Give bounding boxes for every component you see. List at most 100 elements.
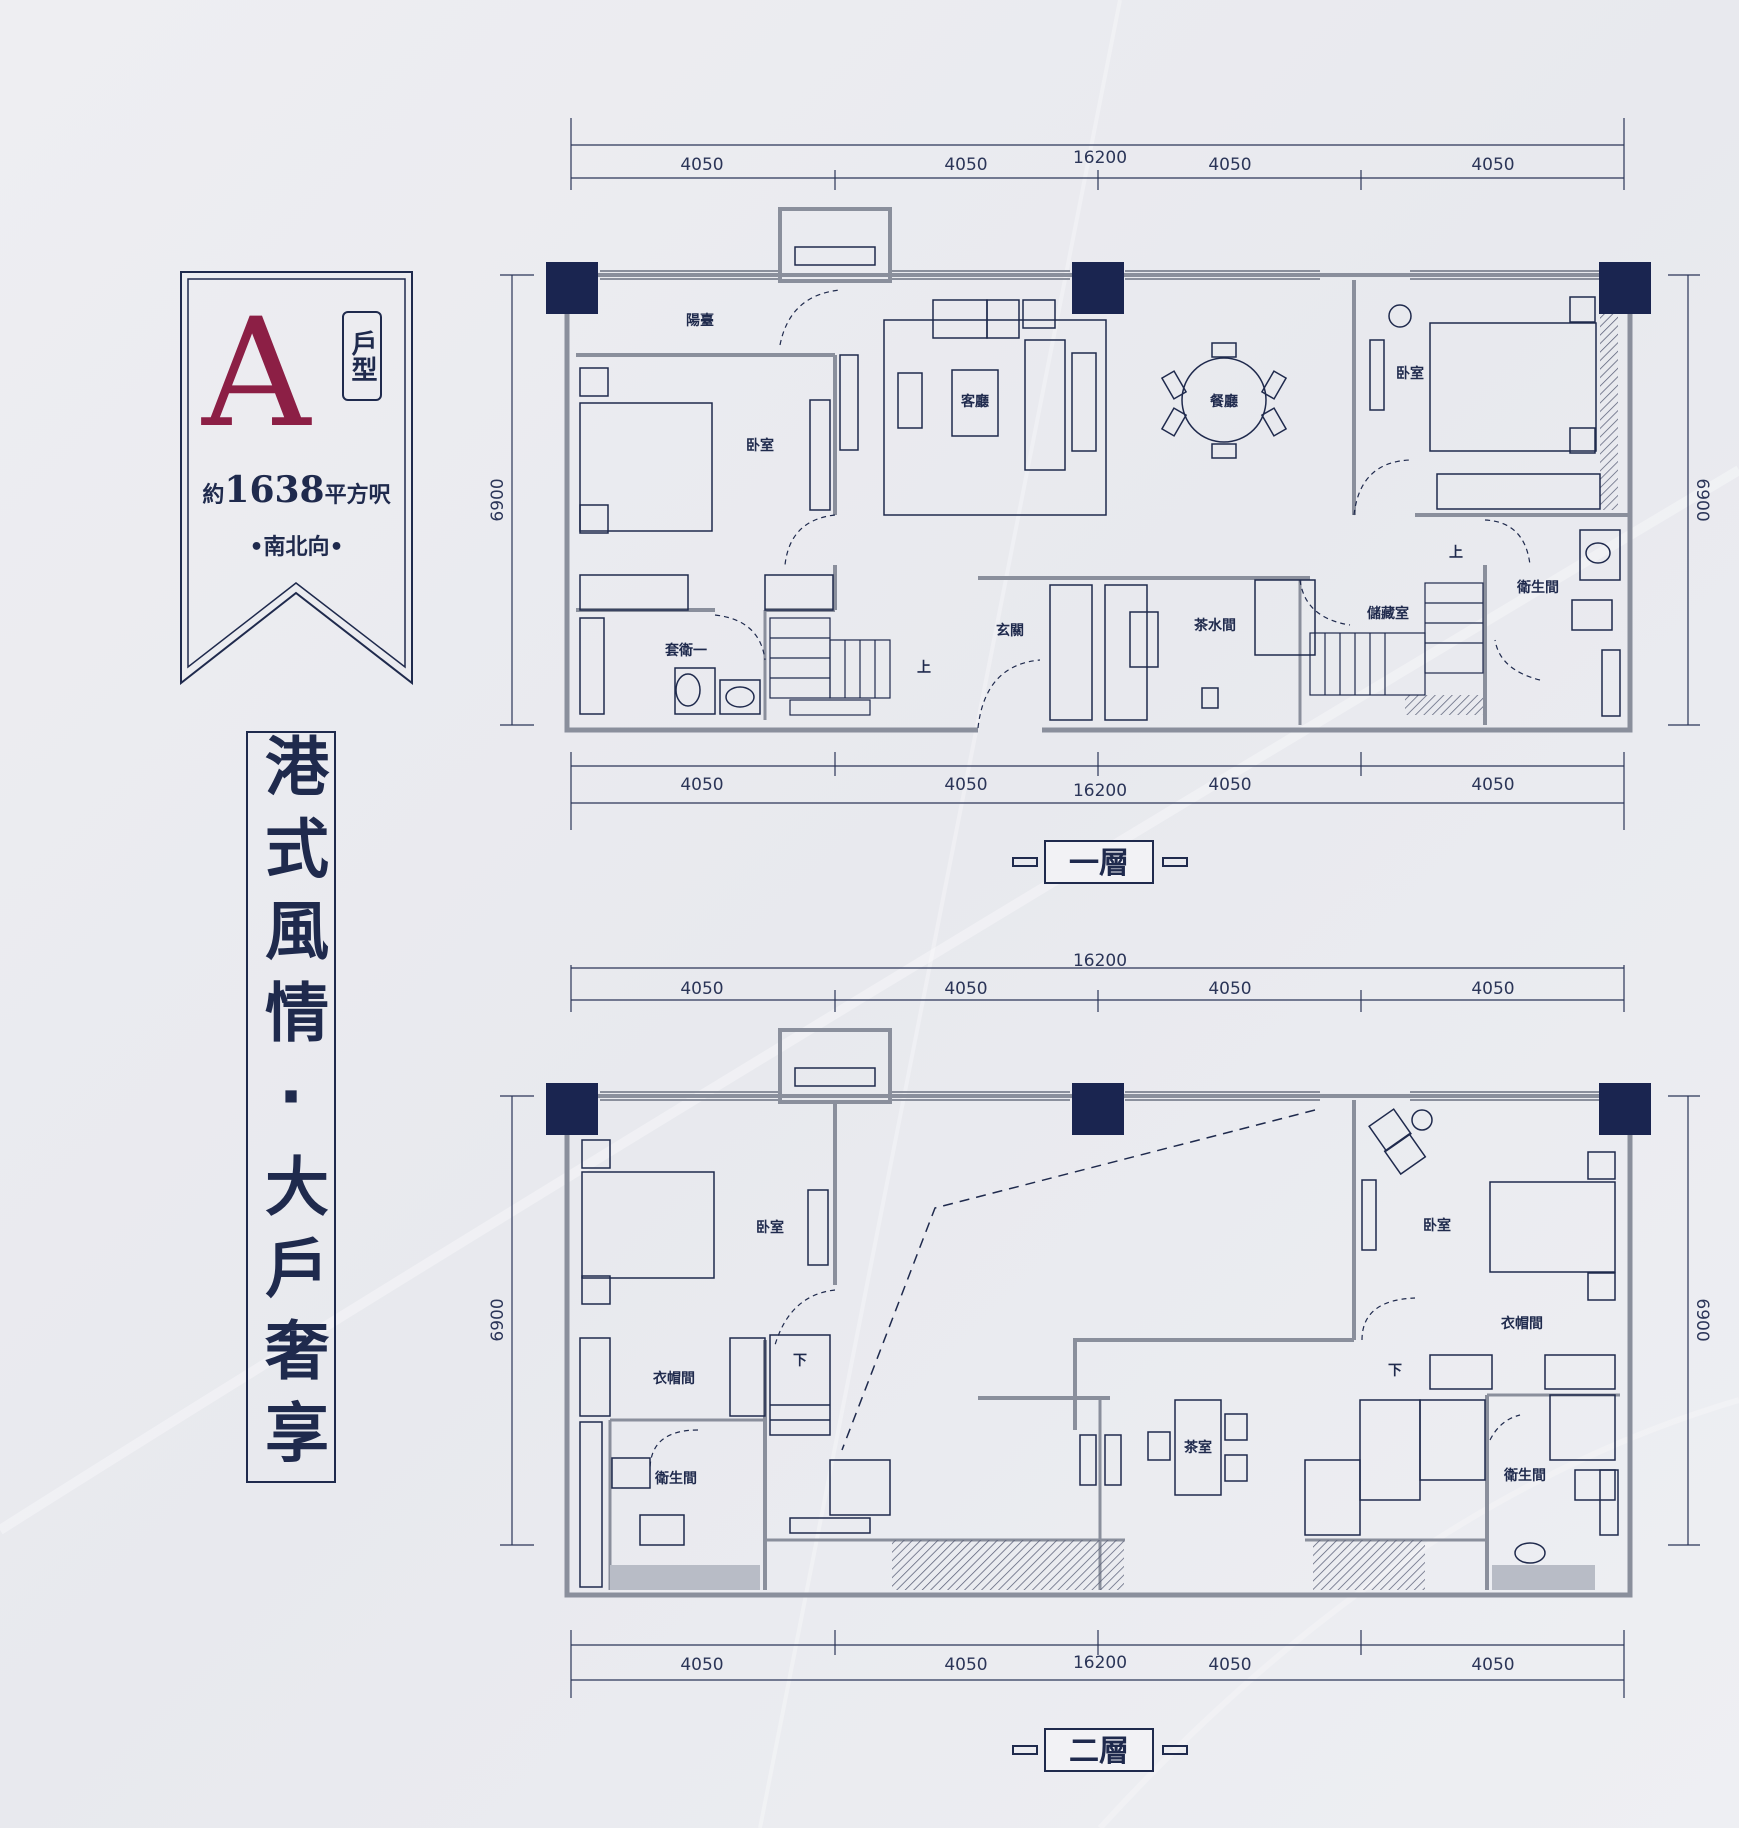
floor-label-tick — [1012, 857, 1038, 867]
f1-bottom-dim-2: 4050 — [944, 775, 987, 795]
floor1-living-furniture — [883, 299, 1107, 516]
f2-bottom-dim-1: 4050 — [680, 1655, 723, 1675]
f1-room-storage: 儲藏室 — [1366, 605, 1409, 622]
column — [1072, 1083, 1124, 1135]
shaded-area — [1492, 1565, 1595, 1590]
floor1-door-swings — [714, 289, 1541, 729]
unit-area: 約1638平方呎 — [180, 469, 413, 511]
f1-top-dim-3: 4050 — [1208, 155, 1251, 175]
floor1-stairs-right — [1309, 582, 1484, 696]
column — [546, 1083, 598, 1135]
f2-room-wardrobe-left: 衣帽間 — [653, 1370, 695, 1387]
f1-bottom-total: 16200 — [1073, 781, 1127, 801]
floor2-right-bedroom-furniture — [1361, 1108, 1616, 1390]
floor1-top-dimensions — [570, 118, 1625, 190]
column — [1599, 1083, 1651, 1135]
bed — [579, 402, 713, 532]
hatch-area — [1313, 1540, 1425, 1590]
f2-top-dim-4: 4050 — [1471, 979, 1514, 999]
wardrobe — [1544, 1354, 1616, 1390]
ac-unit — [794, 1067, 876, 1087]
f2-room-bathroom-left: 衛生間 — [654, 1470, 697, 1487]
f2-bottom-total: 16200 — [1073, 1653, 1127, 1673]
f1-bottom-dim-1: 4050 — [680, 775, 723, 795]
f1-room-pantry: 茶水間 — [1193, 617, 1236, 634]
floor-label-tick — [1162, 857, 1188, 867]
floor2-columns — [546, 1083, 1651, 1135]
shower — [1601, 649, 1621, 717]
floor2-tea-room-furniture — [1079, 1399, 1248, 1496]
f2-bottom-dim-2: 4050 — [944, 1655, 987, 1675]
wardrobe — [1429, 1354, 1493, 1390]
floor-label-tick — [1162, 1745, 1188, 1755]
floor2-side-dimensions — [500, 1095, 1700, 1546]
floor2-label: 二層 — [1044, 1728, 1154, 1772]
sofa — [1024, 339, 1066, 471]
f2-top-dim-2: 4050 — [944, 979, 987, 999]
f2-top-dim-3: 4050 — [1208, 979, 1251, 999]
f2-side-dim-left: 6900 — [488, 1298, 508, 1341]
floor1-columns — [546, 262, 1651, 314]
floor1-bottom-dimensions — [570, 752, 1625, 830]
floor2-bottom-dimensions — [570, 1630, 1625, 1698]
floor1-pantry-fixtures — [1049, 579, 1316, 721]
hatch-area — [892, 1540, 1072, 1590]
f1-room-dining: 餐廳 — [1209, 393, 1238, 410]
void-outline — [841, 1109, 1316, 1451]
f1-room-balcony: 陽臺 — [686, 312, 714, 329]
floor1-label: 一層 — [1044, 840, 1154, 884]
f2-top-dim-1: 4050 — [680, 979, 723, 999]
f2-room-wardrobe-right: 衣帽間 — [1501, 1315, 1543, 1332]
f2-top-total: 16200 — [1073, 951, 1127, 971]
floor1-bathroom-fixtures — [579, 529, 1621, 717]
floor-label-tick — [1012, 1745, 1038, 1755]
coffee-table — [951, 369, 999, 437]
floor2-left-bathroom-fixtures — [579, 1421, 685, 1588]
floor2-door-swings — [649, 1289, 1521, 1471]
f2-stair-down-left: 下 — [793, 1353, 807, 1369]
f1-room-bathroom: 衛生間 — [1516, 579, 1559, 596]
f2-stair-down-right: 下 — [1388, 1363, 1402, 1379]
floor1-left-bedroom-furniture — [579, 354, 859, 611]
bathtub — [579, 617, 605, 715]
wardrobe — [579, 1337, 611, 1417]
floor1-right-bedroom-furniture — [1369, 296, 1601, 510]
column — [546, 262, 598, 314]
hatch-area — [1600, 314, 1618, 510]
f1-top-dim-2: 4050 — [944, 155, 987, 175]
slogan: 港式風情·大戶奢享 — [246, 731, 336, 1483]
f2-side-dim-right: 6900 — [1692, 1298, 1712, 1341]
f1-side-dim-left: 6900 — [488, 478, 508, 521]
floor2-stairs-left — [769, 1334, 891, 1534]
area-prefix: 約 — [202, 482, 225, 508]
f1-room-ensuite: 套衛一 — [665, 642, 707, 659]
area-unit: 平方呎 — [324, 482, 391, 508]
floor1-side-dimensions — [500, 274, 1700, 726]
f2-room-bedroom-right: 卧室 — [1423, 1217, 1451, 1234]
floor1-windows — [600, 270, 1600, 280]
f1-top-dim-4: 4050 — [1471, 155, 1514, 175]
ac-unit — [794, 246, 876, 266]
f1-room-bedroom-left: 卧室 — [746, 437, 774, 454]
area-value: 1638 — [224, 469, 325, 511]
f2-bottom-dim-3: 4050 — [1208, 1655, 1251, 1675]
f1-stair-up-left: 上 — [917, 660, 931, 676]
floor2-stairs-right — [1304, 1399, 1486, 1536]
f1-top-total: 16200 — [1073, 148, 1127, 168]
unit-type-label: 戶型 — [342, 311, 382, 401]
hatch-area — [1405, 695, 1483, 715]
floor2-right-bathroom-fixtures — [1514, 1394, 1619, 1564]
f2-bottom-dim-4: 4050 — [1471, 1655, 1514, 1675]
wardrobe — [579, 574, 689, 611]
floor2-top-dimensions — [570, 965, 1625, 1012]
bed — [1429, 322, 1597, 452]
wardrobe — [1436, 473, 1601, 510]
f1-bottom-dim-4: 4050 — [1471, 775, 1514, 795]
f2-room-tea: 茶室 — [1183, 1439, 1212, 1456]
f1-stair-up-right: 上 — [1449, 545, 1463, 561]
column — [1072, 262, 1124, 314]
unit-letter: A — [202, 287, 311, 461]
wardrobe — [764, 574, 834, 611]
rug — [883, 319, 1107, 516]
